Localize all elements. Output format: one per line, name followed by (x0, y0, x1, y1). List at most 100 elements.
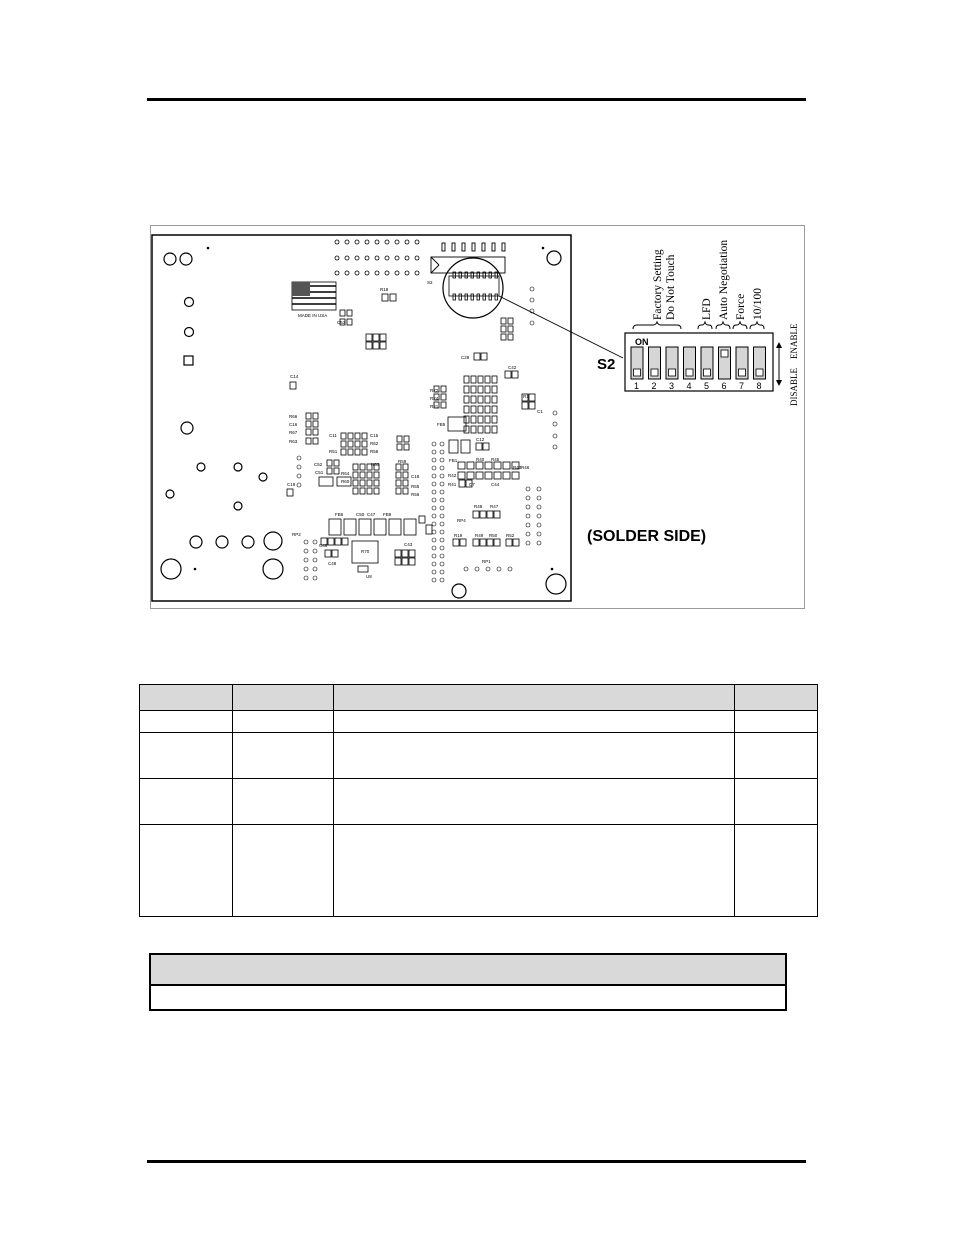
table-cell (232, 824, 334, 917)
dip-switch-figure: MADE IN USA (150, 225, 805, 609)
pcb-ref-c19: C19 (287, 482, 296, 487)
pcb-ref-s2: S2 (427, 280, 433, 285)
pcb-ref-c53: C53 (337, 320, 346, 325)
pcb-ref-r64: R64 (341, 471, 350, 476)
lfd-label: LFD (701, 298, 713, 320)
pcb-ref-c7: C7 (469, 482, 475, 487)
switch-actuator-1 (633, 368, 641, 377)
footer-rule (147, 1160, 806, 1163)
pcb-ref-r60: R60 (341, 479, 350, 484)
pcb-ref-c14: C14 (290, 374, 299, 379)
pcb-ref-rp1: RP1 (482, 559, 491, 564)
pcb-ref-r51: R51 (329, 449, 338, 454)
pcb-ref-r40: R40 (476, 457, 485, 462)
pcb-ref-fb5: FB5 (437, 422, 446, 427)
note-body (151, 986, 785, 1009)
pcb-ref-r67: R67 (289, 430, 298, 435)
pcb-ref-c52: C52 (314, 462, 323, 467)
switch-actuator-4 (685, 368, 694, 377)
table-cell (734, 684, 818, 711)
pcb-ref-c15: C15 (370, 433, 379, 438)
pcb-ref-r52: R52 (506, 533, 515, 538)
switch-number-4: 4 (687, 381, 692, 391)
pcb-ref-c44: C44 (491, 482, 500, 487)
pcb-ref-c28: C28 (461, 355, 470, 360)
leader-line (498, 295, 624, 359)
switch-actuator-7 (738, 368, 746, 377)
switch-actuator-6 (720, 349, 729, 358)
pcb-ref-c18: C18 (411, 474, 420, 479)
pcb-ref-rp2: RP2 (292, 532, 301, 537)
pcb-ref-c48: C48 (328, 561, 337, 566)
solder-side-caption: (SOLDER SIDE) (587, 528, 706, 545)
switch-name: S2 (597, 356, 615, 373)
pcb-outline (151, 234, 572, 602)
pcb-ref-r53: R53 (371, 462, 380, 467)
table-cell (333, 778, 735, 825)
pcb-ref-r41: R41 (448, 482, 457, 487)
flag-logo (291, 281, 337, 311)
switch-number-2: 2 (652, 381, 657, 391)
pcb-ref-fb6: FB6 (335, 512, 344, 517)
pcb-ref-r59: R59 (398, 459, 407, 464)
table-cell (139, 710, 233, 733)
pcb-ref-r55: R55 (411, 484, 420, 489)
pcb-ref-c50: C50 (356, 512, 365, 517)
pcb-ref-r70: R70 (361, 549, 370, 554)
settings-table (139, 684, 818, 917)
table-row (139, 732, 818, 779)
pcb-ref-r63: R63 (289, 439, 298, 444)
table-cell (734, 824, 818, 917)
switch-actuator-2 (650, 368, 659, 377)
switch-number-1: 1 (634, 381, 639, 391)
speed-label: 10/100 (752, 288, 764, 320)
pcb-ref-c11: C11 (329, 433, 337, 438)
pcb-ref-r48: R48 (474, 504, 483, 509)
made-in-label: MADE IN USA (298, 313, 327, 318)
pcb-ref-r46: R46 (521, 465, 530, 470)
switch-number-3: 3 (669, 381, 674, 391)
figure-drawing: MADE IN USA (151, 234, 799, 602)
note-box (149, 953, 787, 1011)
pcb-ref-c47: C47 (367, 512, 376, 517)
table-cell (734, 778, 818, 825)
table-cell (139, 732, 233, 779)
switch-actuator-3 (668, 368, 676, 377)
pcb-ref-r66: R66 (289, 414, 298, 419)
pcb-ref-r50: R50 (489, 533, 498, 538)
on-label: ON (635, 337, 649, 347)
enable-label: ENABLE (789, 323, 799, 359)
pcb-ref-r43: R43 (513, 465, 522, 470)
factory-setting-label: Factory Setting (652, 249, 664, 320)
top-connector (430, 242, 506, 274)
switch-number-6: 6 (722, 381, 727, 391)
pcb-ref-c1: C1 (537, 409, 543, 414)
table-row (139, 710, 818, 733)
switch-actuator-5 (703, 368, 711, 377)
pcb-ref-u8: U8 (366, 574, 372, 579)
header-rule (147, 98, 806, 101)
switch-number-8: 8 (757, 381, 762, 391)
s2-magnifier (442, 257, 504, 319)
switch-actuator-8 (755, 368, 764, 377)
table-cell (734, 732, 818, 779)
table-header-row (139, 684, 818, 711)
table-cell (232, 778, 334, 825)
pcb-ref-c46: C46 (319, 543, 328, 548)
components (286, 293, 536, 573)
pcb-ref-r49: R49 (475, 533, 484, 538)
switch-number-5: 5 (704, 381, 709, 391)
table-cell (232, 710, 334, 733)
table-cell (734, 710, 818, 733)
pcb-ref-r47: R47 (490, 504, 499, 509)
table-cell (232, 732, 334, 779)
table-cell (333, 710, 735, 733)
pcb-ref-r72: R72 (430, 388, 439, 393)
table-row (139, 824, 818, 917)
mounting-holes (160, 250, 567, 599)
auto-negotiation-label: Auto Negotiation (718, 240, 730, 320)
pcb-ref-r56: R56 (411, 492, 420, 497)
pcb-ref-fb9: FB9 (383, 512, 392, 517)
table-cell (139, 778, 233, 825)
pcb-ref-r62: R62 (370, 441, 379, 446)
